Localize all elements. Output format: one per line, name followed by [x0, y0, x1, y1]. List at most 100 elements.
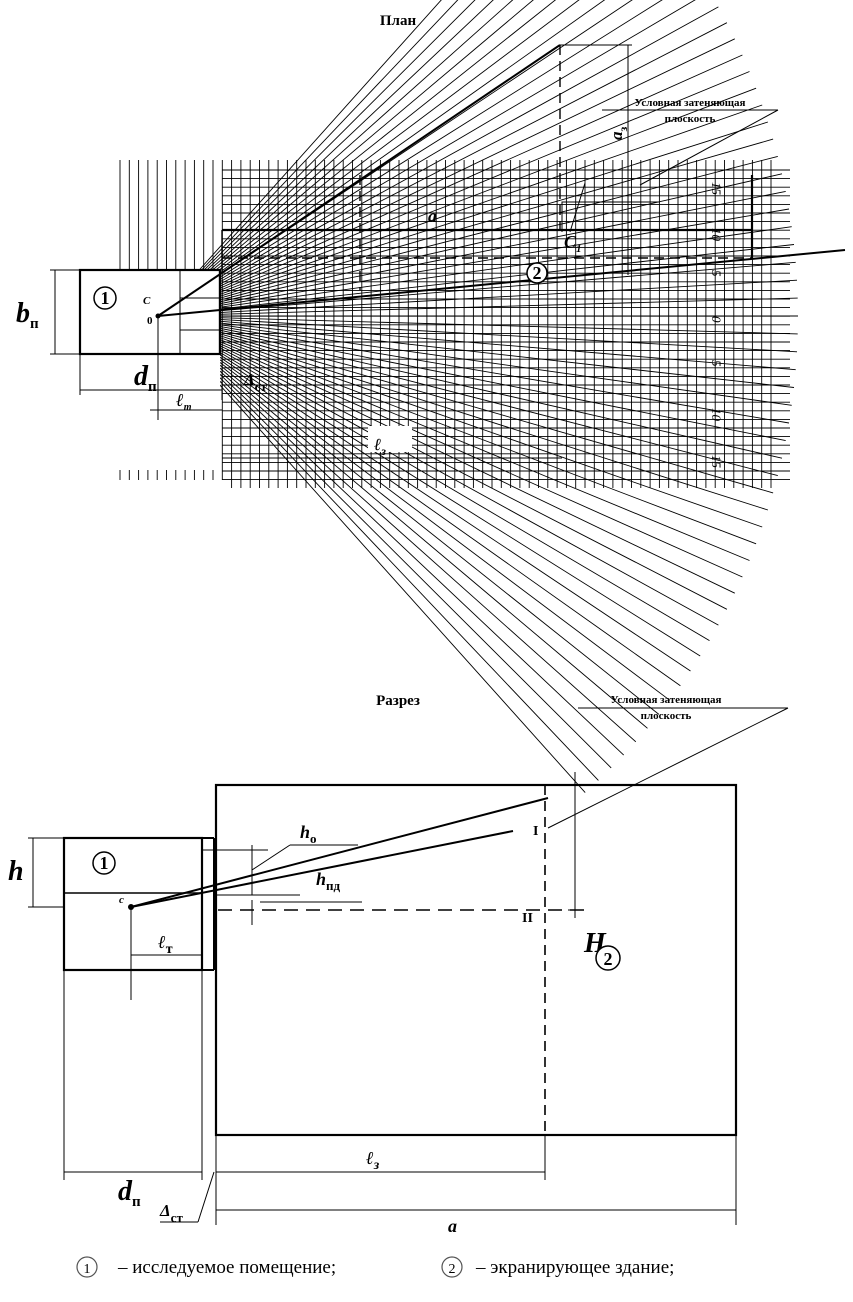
section-ray-ii — [130, 830, 514, 908]
plan-ray — [157, 315, 798, 353]
plan-grid-tick-label: 10 — [709, 408, 724, 422]
plan-ray — [157, 315, 798, 335]
plan-ray — [157, 0, 557, 317]
plan-ray — [157, 315, 728, 610]
section-hpd-label: hпд — [316, 869, 341, 893]
section-title: Разрез — [376, 693, 420, 709]
legend-number-1: 1 — [84, 1262, 91, 1277]
plan-ray — [157, 315, 660, 715]
plan-lz-mask — [368, 426, 412, 452]
plan-shading-leader — [639, 109, 779, 186]
plan-building-marker — [526, 262, 548, 284]
plan-ray — [157, 38, 735, 317]
plan-ray — [157, 173, 783, 317]
plan-c1-leader — [569, 182, 586, 233]
plan-ray — [157, 261, 796, 317]
plan-ray — [157, 0, 476, 317]
plan-ray — [157, 315, 757, 545]
plan-horizontal-grid — [222, 169, 790, 481]
plan-ray — [157, 315, 691, 672]
plan-grid-tick-label: 10 — [709, 228, 724, 242]
legend-marker-2 — [441, 1256, 463, 1278]
plan-ray — [157, 315, 790, 424]
plan-room-marker — [93, 286, 117, 310]
section-roman-ii: II — [522, 911, 533, 926]
section-lt-label: ℓт — [158, 932, 173, 957]
plan-ray-c1 — [157, 249, 846, 317]
section-room-number: 1 — [100, 853, 109, 873]
plan-ray — [157, 315, 786, 442]
section-lz-label: ℓз — [366, 1148, 380, 1173]
plan-ray — [157, 315, 763, 528]
plan-dp-label: dп — [134, 361, 157, 395]
plan-ray — [157, 315, 774, 494]
plan-ray — [157, 244, 795, 317]
plan-grid-tick-label: 5 — [709, 270, 724, 277]
plan-ray — [157, 315, 648, 729]
plan-ray — [157, 279, 798, 317]
section-delta-leader — [197, 1171, 215, 1223]
plan-grid-tick-label: 15 — [709, 455, 724, 469]
section-ray-i — [130, 797, 549, 908]
plan-grid-tick-label: 5 — [709, 360, 724, 367]
plan-ray — [157, 0, 663, 317]
plan-ray — [157, 6, 719, 317]
plan-ray — [157, 315, 625, 756]
plan-ray — [157, 315, 671, 701]
plan-ray — [157, 208, 790, 317]
section-ho-label: hо — [300, 822, 317, 846]
section-room-marker — [92, 851, 116, 875]
plan-ray — [157, 315, 701, 657]
plan-ray — [157, 315, 599, 781]
plan-title: План — [380, 13, 417, 29]
plan-ray — [157, 315, 792, 406]
plan-ray — [157, 0, 580, 317]
plan-bp-label: bп — [16, 298, 39, 332]
plan-ray — [157, 0, 494, 317]
section-roman-i: I — [533, 824, 538, 839]
plan-shading-label-2: плоскость — [665, 113, 716, 125]
plan-a-label: a — [428, 206, 437, 226]
section-shading-leader — [547, 707, 789, 829]
plan-building-number: 2 — [533, 263, 542, 283]
plan-ray — [157, 315, 783, 459]
plan-shade-line — [157, 44, 561, 317]
section-building-marker — [595, 945, 621, 971]
plan-grid-tick-label: 15 — [709, 182, 724, 196]
plan-room-number: 1 — [101, 288, 110, 308]
plan-ray — [157, 315, 795, 388]
plan-c1-frame — [561, 201, 660, 232]
section-shading-label-2: плоскость — [641, 710, 692, 722]
plan-ray — [157, 315, 735, 594]
legend: 1 – исследуемое помещение; 2 – экранирую… — [76, 1256, 674, 1278]
plan-lz-label: ℓз — [374, 435, 386, 458]
section-delta-label: Δст — [159, 1201, 183, 1225]
plan-ray — [157, 315, 637, 743]
legend-number-2: 2 — [449, 1262, 456, 1277]
legend-text-2: – экранирующее здание; — [475, 1257, 674, 1278]
plan-ray — [157, 315, 769, 511]
plan-ray — [157, 315, 796, 371]
section-view: Разрез Условная затеняющая плоскость c H… — [8, 693, 789, 1236]
plan-ray — [157, 297, 798, 317]
plan-radial-rays — [157, 0, 798, 793]
section-building-number: 2 — [604, 949, 613, 969]
section-c-label: c — [119, 894, 124, 906]
plan-ray — [157, 315, 586, 793]
plan-zero-label: 0 — [147, 315, 153, 327]
plan-ray — [157, 0, 514, 317]
plan-ray — [157, 0, 459, 317]
plan-lt-label: ℓт — [176, 390, 192, 413]
section-room-outline — [62, 836, 204, 972]
section-h-label: h — [8, 856, 24, 887]
section-shading-label-1: Условная затеняющая — [611, 694, 722, 706]
plan-ray — [157, 104, 763, 317]
plan-c-label: C — [143, 295, 151, 307]
section-building-outline — [214, 783, 738, 1137]
plan-ray — [157, 0, 606, 317]
section-a-label: a — [448, 1216, 457, 1236]
section-ho-leader — [251, 844, 291, 871]
plan-ray — [157, 315, 612, 769]
